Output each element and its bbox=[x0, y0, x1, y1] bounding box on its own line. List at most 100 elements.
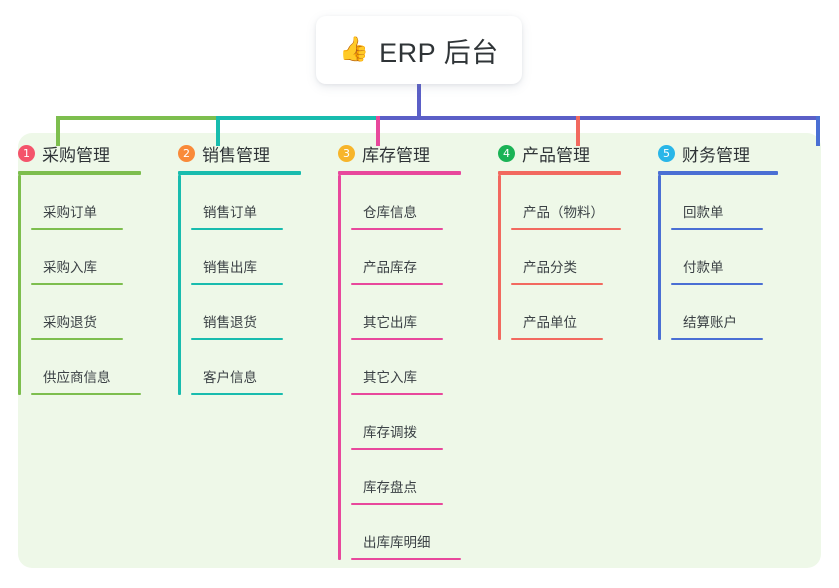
root-title: ERP 后台 bbox=[379, 37, 499, 68]
branch-number-badge: 3 bbox=[338, 144, 355, 162]
branch-underline bbox=[498, 171, 621, 175]
branch-title: 库存管理 bbox=[362, 145, 430, 165]
branch-item[interactable]: 仓库信息 bbox=[351, 175, 480, 230]
branch-items: 产品（物料） 产品分类产品单位 bbox=[498, 175, 640, 340]
branch-item-label: 付款单 bbox=[683, 260, 724, 275]
branch-title: 产品管理 bbox=[522, 145, 590, 165]
branch-item-underline bbox=[671, 338, 763, 340]
branch-title: 采购管理 bbox=[42, 145, 110, 165]
branch-item-underline bbox=[351, 228, 443, 230]
branch-columns: 1 采购管理采购订单采购入库采购退货供应商信息 2 销售管理销售订单销售出库销售退货客… bbox=[0, 139, 839, 560]
branch-item-label: 采购退货 bbox=[43, 315, 97, 330]
branch-item-label: 客户信息 bbox=[203, 370, 257, 385]
branch-item-underline bbox=[191, 283, 283, 285]
branch-item-label: 销售订单 bbox=[203, 205, 257, 220]
branch-item[interactable]: 库存调拨 bbox=[351, 395, 480, 450]
branch-item[interactable]: 出库库明细 bbox=[351, 505, 480, 560]
branch-item-underline bbox=[351, 338, 443, 340]
branch-item-label: 其它出库 bbox=[363, 315, 417, 330]
branch-header[interactable]: 1 采购管理 bbox=[0, 139, 160, 167]
branch-item-underline bbox=[191, 393, 283, 395]
branch-title: 财务管理 bbox=[682, 145, 750, 165]
branch-item-label: 采购入库 bbox=[43, 260, 97, 275]
branch-item-underline bbox=[351, 503, 443, 505]
branch-item-underline bbox=[191, 228, 283, 230]
branch-item-underline bbox=[511, 228, 621, 230]
branch-item-underline bbox=[31, 228, 123, 230]
branch-items: 回款单付款单结算账户 bbox=[658, 175, 800, 340]
branch-item[interactable]: 采购入库 bbox=[31, 230, 160, 285]
diagram-panel bbox=[18, 133, 821, 568]
branch-item-label: 销售出库 bbox=[203, 260, 257, 275]
branch-item[interactable]: 产品库存 bbox=[351, 230, 480, 285]
branch-item[interactable]: 产品分类 bbox=[511, 230, 640, 285]
branch-header[interactable]: 4 产品管理 bbox=[480, 139, 640, 167]
branch-spine bbox=[18, 175, 21, 395]
branch-item-underline bbox=[351, 283, 443, 285]
branch-item[interactable]: 结算账户 bbox=[671, 285, 800, 340]
branch-item-underline bbox=[31, 338, 123, 340]
branch-item[interactable]: 采购订单 bbox=[31, 175, 160, 230]
branch-item[interactable]: 库存盘点 bbox=[351, 450, 480, 505]
branch-item-label: 出库库明细 bbox=[363, 535, 431, 550]
branch-item[interactable]: 客户信息 bbox=[191, 340, 320, 395]
branch-items: 销售订单销售出库销售退货客户信息 bbox=[178, 175, 320, 395]
branch-item-underline bbox=[351, 448, 443, 450]
branch-column: 2 销售管理销售订单销售出库销售退货客户信息 bbox=[160, 139, 320, 560]
branch-item[interactable]: 销售订单 bbox=[191, 175, 320, 230]
branch-item[interactable]: 销售退货 bbox=[191, 285, 320, 340]
branch-item[interactable]: 产品（物料） bbox=[511, 175, 640, 230]
branch-item-underline bbox=[671, 228, 763, 230]
branch-item[interactable]: 其它出库 bbox=[351, 285, 480, 340]
branch-item[interactable]: 供应商信息 bbox=[31, 340, 160, 395]
branch-item-underline bbox=[191, 338, 283, 340]
branch-item-underline bbox=[511, 338, 603, 340]
branch-item-label: 结算账户 bbox=[683, 315, 737, 330]
branch-item[interactable]: 其它入库 bbox=[351, 340, 480, 395]
branch-column: 3 库存管理仓库信息产品库存其它出库其它入库库存调拨库存盘点出库库明细 bbox=[320, 139, 480, 560]
branch-item-label: 采购订单 bbox=[43, 205, 97, 220]
branch-underline bbox=[178, 171, 301, 175]
branch-title: 销售管理 bbox=[202, 145, 270, 165]
branch-item-underline bbox=[351, 393, 443, 395]
branch-spine bbox=[338, 175, 341, 560]
branch-item-label: 库存调拨 bbox=[363, 425, 417, 440]
branch-item[interactable]: 产品单位 bbox=[511, 285, 640, 340]
branch-spine bbox=[658, 175, 661, 340]
branch-underline bbox=[658, 171, 778, 175]
root-node[interactable]: 👍 ERP 后台 bbox=[316, 16, 522, 84]
branch-item[interactable]: 回款单 bbox=[671, 175, 800, 230]
branch-underline bbox=[338, 171, 461, 175]
branch-spine bbox=[498, 175, 501, 340]
branch-item-label: 产品（物料） bbox=[523, 205, 604, 220]
branch-item-label: 产品单位 bbox=[523, 315, 577, 330]
branch-item[interactable]: 付款单 bbox=[671, 230, 800, 285]
branch-items: 采购订单采购入库采购退货供应商信息 bbox=[18, 175, 160, 395]
branch-header[interactable]: 3 库存管理 bbox=[320, 139, 480, 167]
branch-item-underline bbox=[671, 283, 763, 285]
branch-item-underline bbox=[351, 558, 461, 560]
branch-item[interactable]: 销售出库 bbox=[191, 230, 320, 285]
branch-number-badge: 1 bbox=[18, 144, 35, 162]
branch-spine bbox=[178, 175, 181, 395]
branch-item-underline bbox=[31, 393, 141, 395]
branch-number-badge: 2 bbox=[178, 144, 195, 162]
branch-item-underline bbox=[31, 283, 123, 285]
branch-items: 仓库信息产品库存其它出库其它入库库存调拨库存盘点出库库明细 bbox=[338, 175, 480, 560]
thumbs-up-icon: 👍 bbox=[339, 36, 370, 63]
branch-number-badge: 4 bbox=[498, 144, 515, 162]
branch-header[interactable]: 2 销售管理 bbox=[160, 139, 320, 167]
branch-item-label: 仓库信息 bbox=[363, 205, 417, 220]
branch-item-label: 回款单 bbox=[683, 205, 724, 220]
branch-item-label: 产品库存 bbox=[363, 260, 417, 275]
branch-item-label: 供应商信息 bbox=[43, 370, 111, 385]
branch-column: 4 产品管理产品（物料） 产品分类产品单位 bbox=[480, 139, 640, 560]
branch-item-label: 销售退货 bbox=[203, 315, 257, 330]
branch-item-label: 库存盘点 bbox=[363, 480, 417, 495]
branch-item[interactable]: 采购退货 bbox=[31, 285, 160, 340]
branch-item-label: 产品分类 bbox=[523, 260, 577, 275]
branch-column: 1 采购管理采购订单采购入库采购退货供应商信息 bbox=[0, 139, 160, 560]
branch-item-underline bbox=[511, 283, 603, 285]
